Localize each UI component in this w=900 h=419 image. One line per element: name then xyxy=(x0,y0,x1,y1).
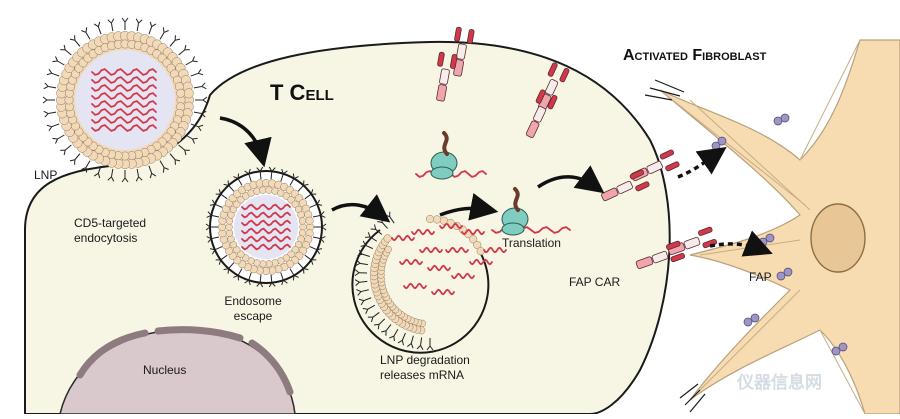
lnp-core xyxy=(75,50,175,150)
activated-fibroblast-title: Activated Fibroblast xyxy=(623,47,766,65)
fap-label: FAP xyxy=(749,270,772,284)
fap-binding-arrow xyxy=(678,153,718,177)
releases-mrna-label: releases mRNA xyxy=(380,368,464,382)
lnp-degradation-label: LNP degradation xyxy=(380,353,470,367)
t-cell-title: T Cell xyxy=(270,80,334,106)
fap-car-label: FAP CAR xyxy=(569,275,620,289)
escape-label: escape xyxy=(218,309,288,323)
watermark-logo: 仪器信息网 xyxy=(737,368,822,393)
translation-label: Translation xyxy=(502,236,561,250)
activated-fibroblast xyxy=(645,40,900,414)
fibroblast-nucleus xyxy=(811,204,865,272)
cd5-targeted-label: CD5-targeted xyxy=(74,216,146,230)
nucleus-label: Nucleus xyxy=(143,363,186,377)
lnp-label: LNP xyxy=(34,168,57,182)
endosome-label: Endosome xyxy=(218,294,288,308)
endocytosis-label: endocytosis xyxy=(74,231,137,245)
